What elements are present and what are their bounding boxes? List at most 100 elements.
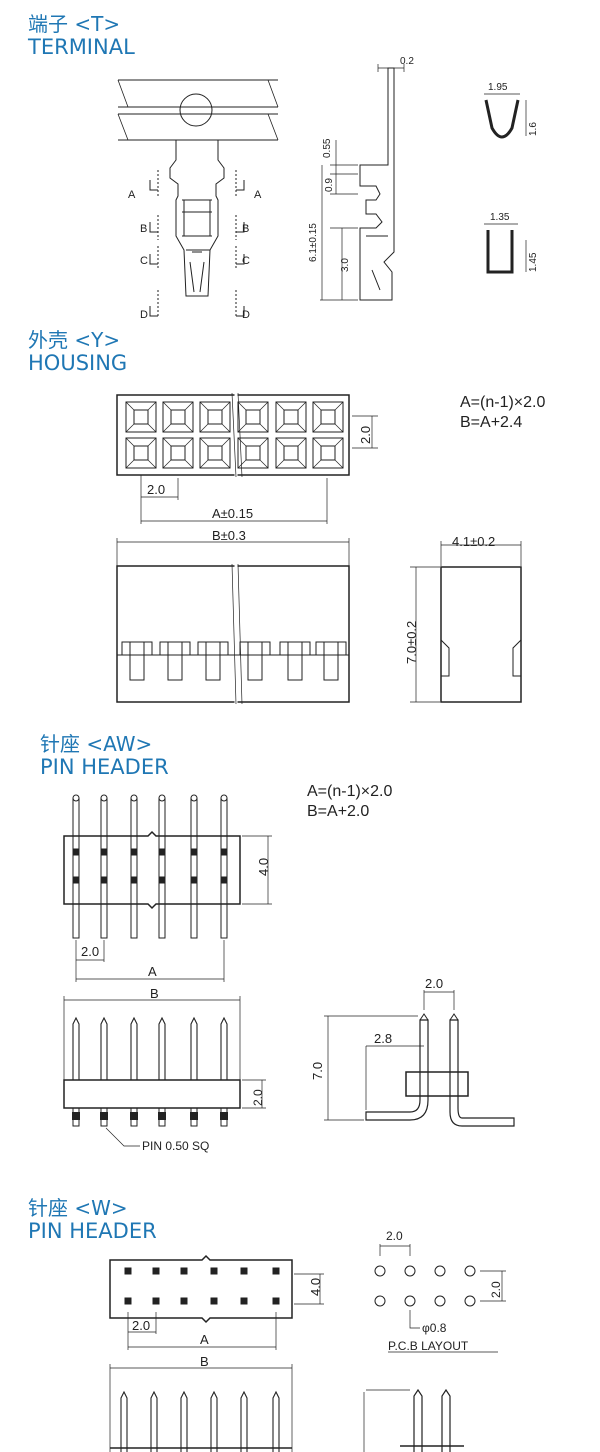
cavity-bevel — [237, 437, 269, 469]
pcb-label: P.C.B LAYOUT — [388, 1339, 469, 1353]
front-pin — [190, 1016, 198, 1080]
cavity-inner — [133, 445, 149, 461]
pcb-pitch-h: 2.0 — [386, 1229, 403, 1243]
section-label-a-left: A — [128, 189, 136, 201]
pin-dot — [220, 876, 228, 884]
aw-formula-a: A=(n-1)×2.0 — [307, 783, 393, 800]
dim-h16: 1.6 — [528, 122, 539, 136]
notch — [239, 641, 271, 681]
front-pin — [150, 1390, 158, 1452]
cavity-inner — [207, 445, 223, 461]
pin-tip — [130, 794, 138, 802]
pin — [100, 797, 108, 939]
front-pin — [180, 1390, 188, 1452]
housing-cavities — [125, 401, 344, 469]
housing-side-view — [410, 541, 522, 703]
cavity-inner — [133, 409, 149, 425]
aw-dim-20v: 2.0 — [251, 1089, 265, 1106]
pin-dot — [240, 1297, 248, 1305]
cavity-bevel — [199, 437, 231, 469]
aw-pin-note: PIN 0.50 SQ — [142, 1139, 209, 1153]
pin — [158, 797, 166, 939]
w-dim-40: 4.0 — [308, 1278, 323, 1296]
cavity-bevel — [237, 401, 269, 433]
cavity-inner — [170, 409, 186, 425]
housing-formula-b: B=A+2.4 — [460, 414, 523, 431]
cavity-bevel — [162, 401, 194, 433]
cavity-bevel — [125, 401, 157, 433]
aw-pins — [72, 794, 228, 939]
pin-dot — [130, 848, 138, 856]
housing-notches — [121, 641, 347, 681]
pin-tip — [190, 794, 198, 802]
cavity-inner — [207, 409, 223, 425]
pin-dot — [210, 1267, 218, 1275]
housing-title-en: HOUSING — [28, 351, 128, 375]
aw-right-70: 7.0 — [310, 1062, 325, 1080]
front-pin — [100, 1016, 108, 1080]
pin-dot — [272, 1267, 280, 1275]
dim-09: 0.9 — [324, 178, 335, 192]
pcb-hole — [404, 1265, 416, 1277]
dim-w195: 1.95 — [488, 82, 508, 93]
cavity — [275, 401, 307, 433]
aw-pin-dots — [72, 848, 228, 884]
pcb-hole — [374, 1295, 386, 1307]
housing-dim-height: 7.0±0.2 — [404, 621, 419, 664]
housing-formula: A=(n-1)×2.0 B=A+2.4 — [460, 393, 545, 433]
housing-top-view — [116, 392, 378, 524]
pcb-hole — [434, 1295, 446, 1307]
section-label-a-right: A — [254, 189, 262, 201]
w-dim-b: B — [200, 1354, 209, 1369]
w-front-pins — [120, 1390, 280, 1452]
aw-dim-b: B — [150, 986, 159, 1001]
cavity-bevel — [312, 401, 344, 433]
cavity-inner — [170, 445, 186, 461]
section-label-b-right: B — [242, 223, 249, 235]
housing-formula-a: A=(n-1)×2.0 — [460, 394, 546, 411]
notch — [121, 641, 153, 681]
aw-formula-b: B=A+2.0 — [307, 803, 370, 820]
front-pin — [120, 1390, 128, 1452]
section-label-d-right: D — [242, 309, 250, 321]
pcb-hole — [464, 1265, 476, 1277]
pilot-hole — [179, 93, 213, 127]
front-pin — [220, 1016, 228, 1080]
pin-dot — [190, 876, 198, 884]
aw-dim-a: A — [148, 964, 157, 979]
aw-top-view — [63, 794, 272, 982]
terminal-title-cn: 端子 <T> — [28, 12, 121, 36]
cavity — [199, 401, 231, 433]
section-label-b-left: B — [140, 223, 147, 235]
dim-30: 3.0 — [340, 258, 351, 272]
pcb-pitch-v: 2.0 — [489, 1281, 503, 1298]
aw-right-28: 2.8 — [374, 1031, 392, 1046]
section-aw-title: 针座 <AW> PIN HEADER — [40, 734, 169, 778]
front-pin — [272, 1390, 280, 1452]
terminal-front-view — [117, 79, 279, 318]
cavity-inner — [283, 445, 299, 461]
housing-pitch-h: 2.0 — [147, 482, 165, 497]
terminal-section-views — [484, 93, 527, 274]
pin-dot — [158, 876, 166, 884]
front-pin-mark — [220, 1112, 228, 1120]
pin-tip — [72, 794, 80, 802]
front-pin — [72, 1016, 80, 1080]
pin-dot — [180, 1297, 188, 1305]
pin — [190, 797, 198, 939]
housing-dim-b: B±0.3 — [212, 528, 246, 543]
dim-h145: 1.45 — [528, 252, 539, 272]
cavity — [312, 437, 344, 469]
cavity-bevel — [199, 401, 231, 433]
pin — [220, 797, 228, 939]
pcb-hole — [374, 1265, 386, 1277]
section-label-c-right: C — [242, 255, 250, 267]
notch — [279, 641, 311, 681]
pin-dot — [124, 1297, 132, 1305]
terminal-title-en: TERMINAL — [28, 35, 135, 59]
front-pin-mark — [100, 1112, 108, 1120]
pin — [130, 797, 138, 939]
dim-total: 6.1±0.15 — [308, 223, 319, 262]
pin-dot — [158, 848, 166, 856]
